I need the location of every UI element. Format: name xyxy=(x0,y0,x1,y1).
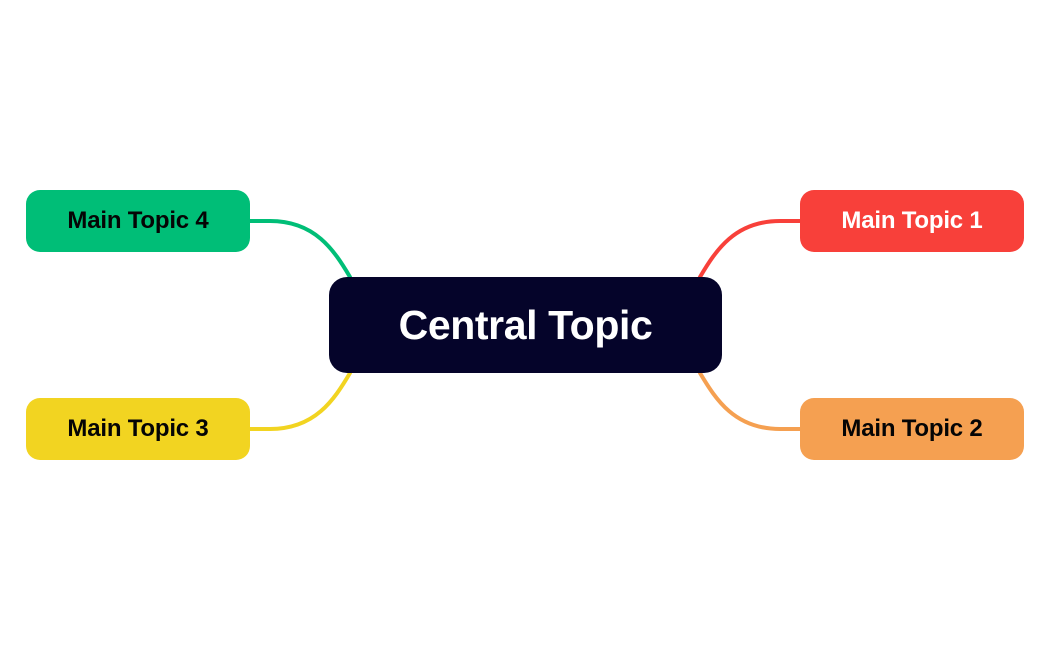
node-central-topic[interactable]: Central Topic xyxy=(329,277,722,373)
node-main-topic-2[interactable]: Main Topic 2 xyxy=(800,398,1024,460)
node-label-main-topic-4: Main Topic 4 xyxy=(67,207,209,234)
connector-topic-4 xyxy=(248,219,352,279)
connector-topic-2 xyxy=(698,371,802,431)
node-label-main-topic-1: Main Topic 1 xyxy=(841,207,983,234)
node-main-topic-1[interactable]: Main Topic 1 xyxy=(800,190,1024,252)
node-label-main-topic-3: Main Topic 3 xyxy=(67,415,209,442)
connector-topic-1 xyxy=(698,219,802,279)
node-main-topic-4[interactable]: Main Topic 4 xyxy=(26,190,250,252)
node-main-topic-3[interactable]: Main Topic 3 xyxy=(26,398,250,460)
node-label-main-topic-2: Main Topic 2 xyxy=(841,415,983,442)
node-label-central-topic: Central Topic xyxy=(398,301,653,348)
connector-topic-3 xyxy=(248,371,352,431)
